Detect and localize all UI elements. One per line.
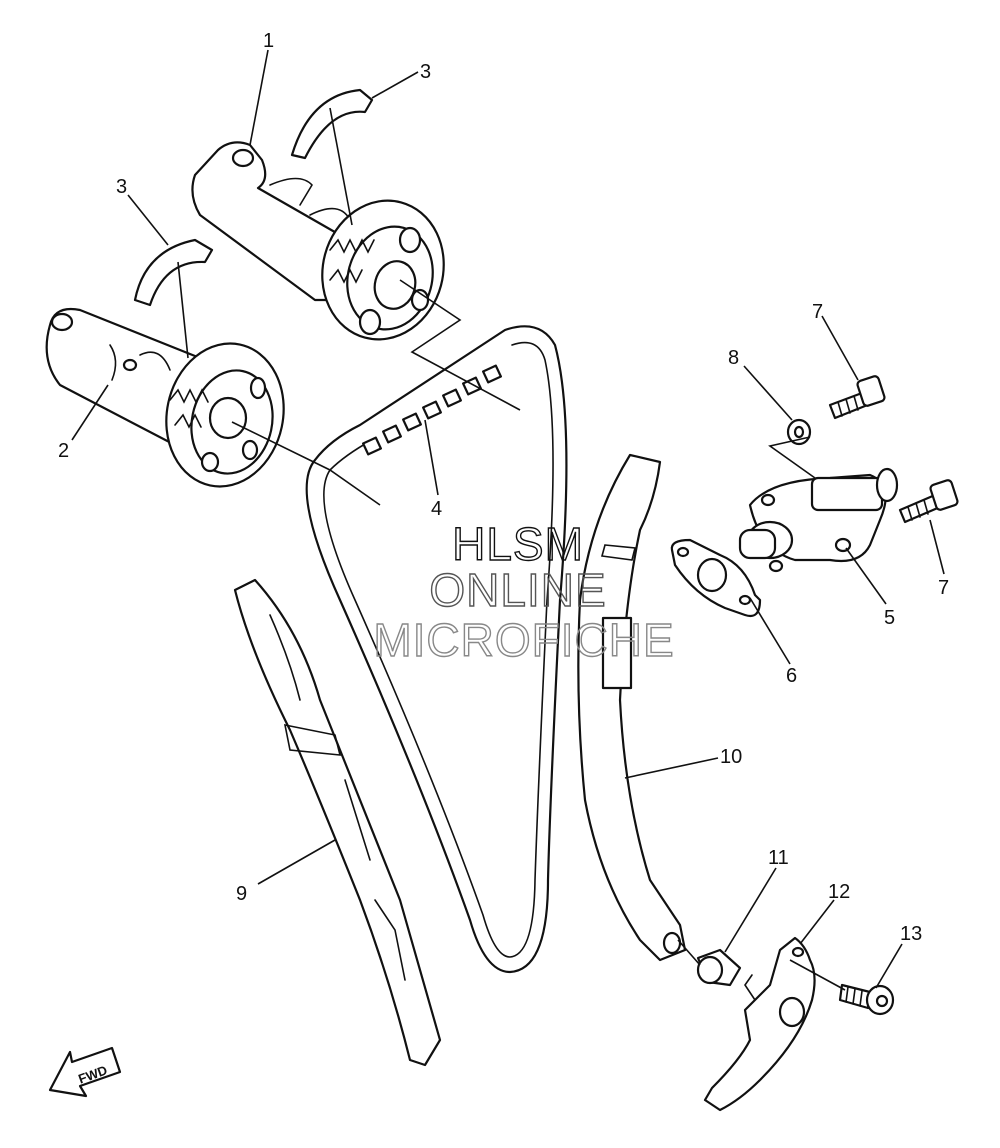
socket-bolt[interactable]	[838, 983, 895, 1016]
chain-guide-10[interactable]	[577, 453, 687, 962]
callout-numbers: 1 3 3 2 4 7 8 7 5 6 10 9 11 12 13	[58, 30, 949, 945]
callout-11[interactable]: 11	[768, 847, 789, 869]
circlip-lower[interactable]	[133, 238, 214, 307]
callout-9[interactable]: 9	[236, 883, 247, 905]
callout-1[interactable]: 1	[263, 30, 274, 52]
forward-direction-arrow: FWD	[48, 1046, 122, 1098]
guide-holder[interactable]	[703, 936, 816, 1112]
watermark-line-2: ONLINE	[429, 564, 606, 616]
circlip-upper[interactable]	[290, 88, 374, 160]
leader-lines	[71, 49, 945, 991]
timing-chain[interactable]	[305, 325, 568, 974]
callout-3-upper[interactable]: 3	[420, 61, 431, 83]
watermark: HLSM ONLINE MICROFICHE	[373, 517, 675, 666]
callout-3-lower[interactable]: 3	[116, 176, 127, 198]
bolt-upper[interactable]	[828, 375, 886, 420]
callout-7-upper[interactable]: 7	[812, 301, 823, 323]
callout-8[interactable]: 8	[728, 347, 739, 369]
callout-10[interactable]: 10	[720, 746, 742, 768]
chain-tensioner[interactable]	[738, 467, 899, 573]
callout-13[interactable]: 13	[900, 923, 922, 945]
chain-guide-9[interactable]	[233, 578, 442, 1067]
callout-2[interactable]: 2	[58, 440, 69, 462]
collar[interactable]	[696, 948, 742, 987]
callout-7-lower[interactable]: 7	[938, 577, 949, 599]
watermark-line-1: HLSM	[452, 518, 584, 570]
camshaft-upper[interactable]	[191, 141, 459, 353]
callout-5[interactable]: 5	[884, 607, 895, 629]
callout-4[interactable]: 4	[431, 498, 442, 520]
callout-12[interactable]: 12	[828, 881, 850, 903]
camshaft-lower[interactable]	[45, 307, 297, 497]
bolt-lower[interactable]	[898, 479, 959, 524]
callout-6[interactable]: 6	[786, 665, 797, 687]
watermark-line-3: MICROFICHE	[373, 614, 674, 666]
